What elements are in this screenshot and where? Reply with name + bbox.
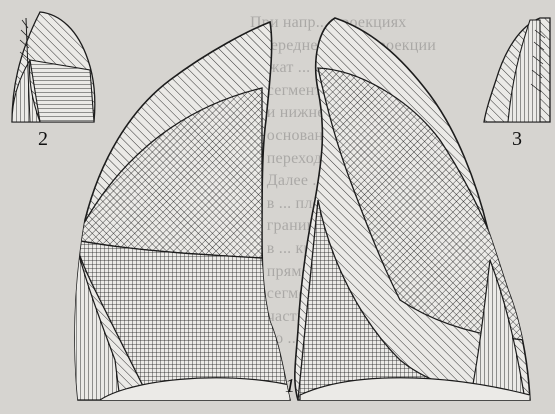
label-inset-3: 3	[512, 128, 522, 150]
label-inset-2: 2	[38, 128, 48, 150]
inset-2	[12, 12, 95, 122]
label-main-figure: 1	[285, 375, 295, 397]
right-lung	[70, 22, 290, 414]
inset-3	[484, 18, 550, 122]
